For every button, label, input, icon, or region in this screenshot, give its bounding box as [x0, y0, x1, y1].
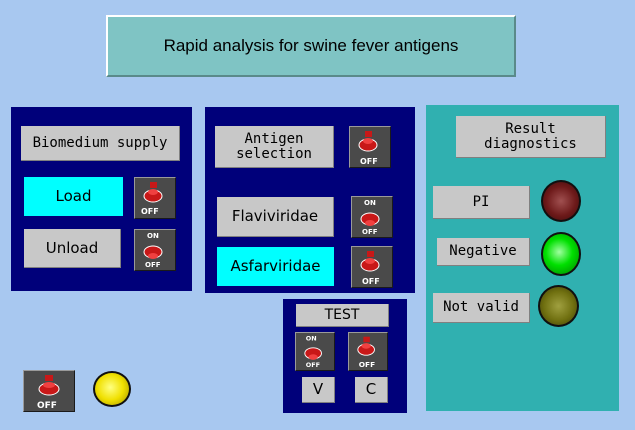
- toggle-switch-icon: ON OFF: [360, 199, 380, 236]
- toggle-switch-icon: OFF: [360, 251, 380, 286]
- toggle-switch-icon: OFF: [357, 336, 375, 369]
- svg-text:ON: ON: [364, 199, 376, 207]
- switch-state-label: OFF: [141, 207, 159, 216]
- flaviviridae-button[interactable]: Flaviviridae: [217, 197, 334, 237]
- test-v-switch[interactable]: ON OFF: [295, 332, 335, 371]
- test-c-label: C: [355, 377, 388, 403]
- switch-state-label: OFF: [362, 277, 380, 286]
- negative-label: Negative: [437, 238, 530, 266]
- switch-state-label: OFF: [360, 157, 378, 166]
- antigen-header-line1: Antigen: [244, 130, 304, 147]
- asfarviridae-button[interactable]: Asfarviridae: [217, 247, 334, 286]
- result-header-line2: diagnostics: [484, 135, 577, 152]
- load-button[interactable]: Load: [24, 177, 123, 216]
- status-indicator-lamp: [93, 371, 131, 407]
- pi-indicator-lamp: [541, 180, 581, 222]
- flaviviridae-switch[interactable]: ON OFF: [351, 196, 393, 238]
- pi-label: PI: [433, 186, 530, 219]
- svg-text:ON: ON: [147, 232, 159, 240]
- asfarviridae-switch[interactable]: OFF: [351, 246, 393, 288]
- supply-panel: Biomedium supply Load OFF Unload ON OFF: [11, 107, 192, 291]
- toggle-switch-icon: ON OFF: [143, 232, 163, 269]
- toggle-switch-icon: OFF: [358, 131, 378, 166]
- toggle-switch-icon: ON OFF: [304, 334, 322, 369]
- toggle-switch-icon: OFF: [141, 182, 163, 216]
- antigen-header-line2: selection: [236, 145, 312, 162]
- supply-header: Biomedium supply: [21, 126, 180, 161]
- test-v-label: V: [302, 377, 335, 403]
- notvalid-indicator-lamp: [538, 285, 579, 327]
- result-header-line1: Result: [505, 120, 556, 137]
- page-title: Rapid analysis for swine fever antigens: [106, 15, 516, 77]
- toggle-switch-icon: OFF: [37, 375, 60, 411]
- negative-indicator-lamp: [541, 232, 581, 276]
- main-power-switch[interactable]: OFF: [23, 370, 75, 412]
- test-header: TEST: [296, 304, 389, 327]
- svg-text:ON: ON: [306, 334, 317, 342]
- svg-text:OFF: OFF: [306, 361, 320, 369]
- test-c-switch[interactable]: OFF: [348, 332, 388, 371]
- svg-text:OFF: OFF: [362, 228, 378, 236]
- load-switch[interactable]: OFF: [134, 177, 176, 219]
- switch-state-label: OFF: [359, 360, 375, 369]
- switch-state-label: OFF: [37, 401, 57, 411]
- notvalid-label: Not valid: [433, 293, 530, 323]
- test-panel: TEST ON OFF OFF V C: [283, 299, 407, 413]
- svg-text:OFF: OFF: [145, 261, 161, 269]
- unload-switch[interactable]: ON OFF: [134, 229, 176, 271]
- unload-button[interactable]: Unload: [24, 229, 121, 268]
- antigen-switch[interactable]: OFF: [349, 126, 391, 168]
